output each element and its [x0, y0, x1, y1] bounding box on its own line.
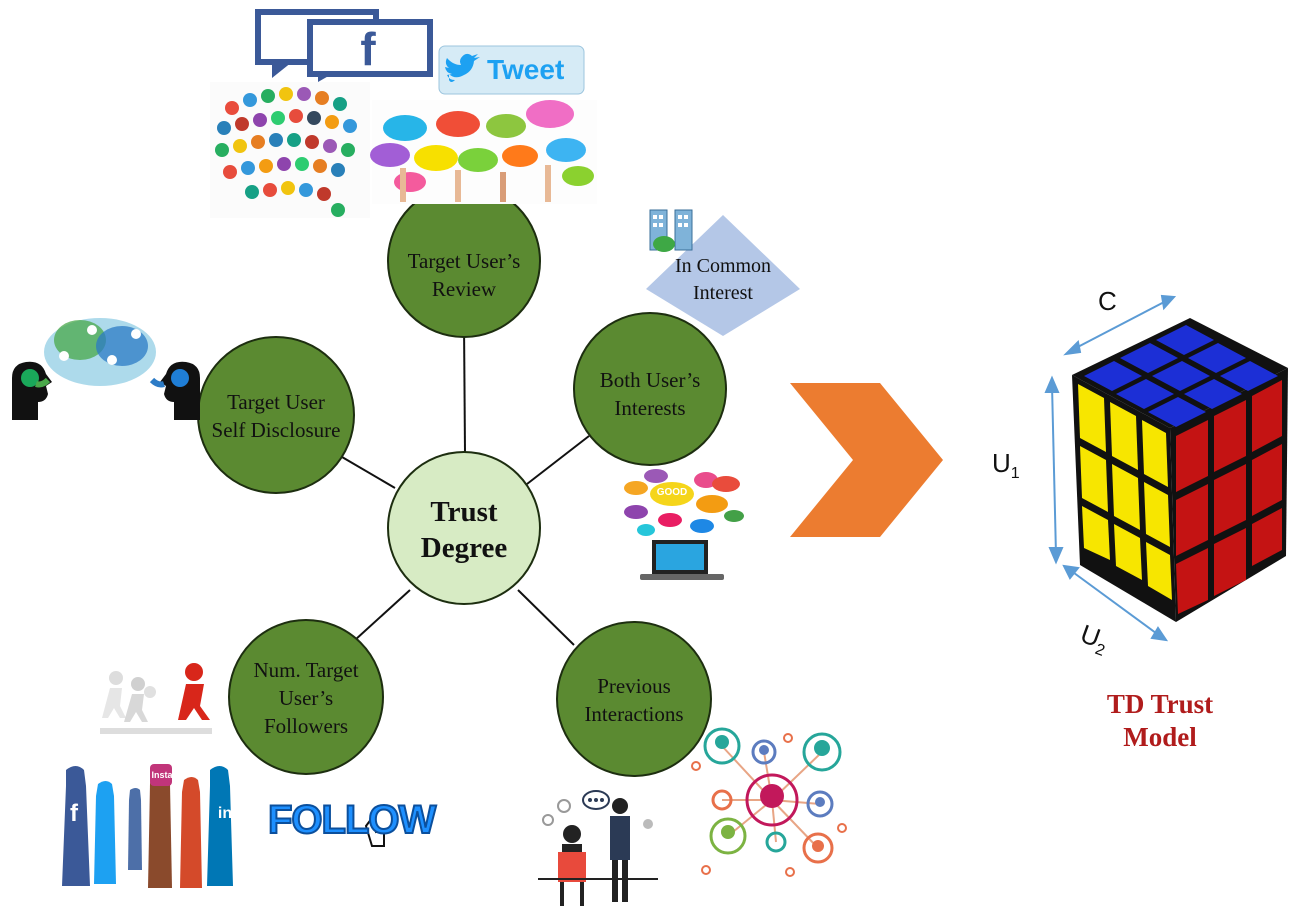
axis-u1-sub: 1	[1010, 465, 1020, 483]
connector-interests	[526, 435, 590, 485]
node-review-label: Target User’s Review	[389, 247, 539, 303]
axis-arrows	[1044, 294, 1177, 642]
facebook-f-label: f	[360, 23, 376, 75]
crowd-people-icon	[210, 82, 370, 218]
node-interactions-label: Previous Interactions	[559, 672, 709, 728]
social-linkedin-label: in	[217, 805, 233, 822]
node-interests-label: Both User’s Interests	[575, 366, 725, 422]
common-interest-line1: In Common	[674, 255, 772, 277]
connector-followers	[354, 589, 411, 641]
axis-u1-main: U	[992, 448, 1011, 478]
good-reviews-laptop-icon	[624, 469, 744, 580]
center-node-line1: Trust	[430, 496, 498, 528]
node-disclosure-line2: Self Disclosure	[211, 418, 341, 442]
node-review-line1: Target User’s	[407, 249, 521, 273]
avatar-network-icon	[691, 727, 847, 877]
node-interests-circle	[573, 312, 727, 466]
model-title-line1: TD Trust	[1106, 689, 1214, 719]
building-icon	[649, 209, 693, 252]
axis-c-label: C	[1098, 286, 1117, 316]
good-badge-label: GOOD	[656, 487, 688, 498]
common-interest-label: In Common Interest	[648, 253, 798, 307]
follow-logo-icon	[364, 815, 385, 847]
runners-icon	[100, 663, 212, 734]
node-followers-label: Num. Target User’s Followers	[231, 656, 381, 740]
two-heads-talking-icon	[12, 318, 200, 420]
node-interactions-circle	[556, 621, 712, 777]
follow-label: FOLLOW	[267, 797, 437, 843]
meeting-people-icon	[538, 784, 658, 908]
node-interactions-line1: Previous	[597, 674, 671, 698]
social-instagram-label: Insta	[151, 770, 173, 780]
twitter-bird-icon	[445, 53, 480, 82]
axis-u1-label: U1	[992, 448, 1020, 483]
social-silhouettes-icon	[52, 758, 236, 896]
facebook-chat-icon	[255, 9, 433, 82]
chevron-arrow-icon	[790, 383, 943, 537]
connector-disclosure	[341, 456, 396, 489]
node-disclosure-line1: Target User	[227, 390, 325, 414]
rubiks-cube-icon	[1072, 318, 1288, 622]
node-followers-line1: Num. Target	[253, 658, 359, 682]
model-title: TD Trust Model	[1060, 688, 1260, 754]
speech-bubbles-hands-icon	[370, 100, 597, 204]
connector-review	[463, 322, 466, 454]
node-followers-line3: Followers	[264, 714, 348, 738]
node-followers-circle	[228, 619, 384, 775]
model-title-line2: Model	[1123, 722, 1197, 752]
common-interest-line2: Interest	[693, 282, 753, 304]
tweet-label: Tweet	[487, 54, 565, 85]
node-review-line2: Review	[431, 277, 497, 301]
social-facebook-label: f	[70, 800, 78, 827]
node-interests-line2: Interests	[614, 396, 686, 420]
connector-interactions	[517, 589, 575, 646]
common-interest-diamond	[646, 215, 800, 336]
node-interests-line1: Both User’s	[599, 368, 701, 392]
center-node-label: Trust Degree	[394, 494, 534, 566]
node-followers-line2: User’s	[278, 686, 334, 710]
center-node-line2: Degree	[420, 532, 508, 564]
node-disclosure-label: Target User Self Disclosure	[196, 388, 356, 444]
center-node-circle	[387, 451, 541, 605]
node-interactions-line2: Interactions	[584, 702, 684, 726]
